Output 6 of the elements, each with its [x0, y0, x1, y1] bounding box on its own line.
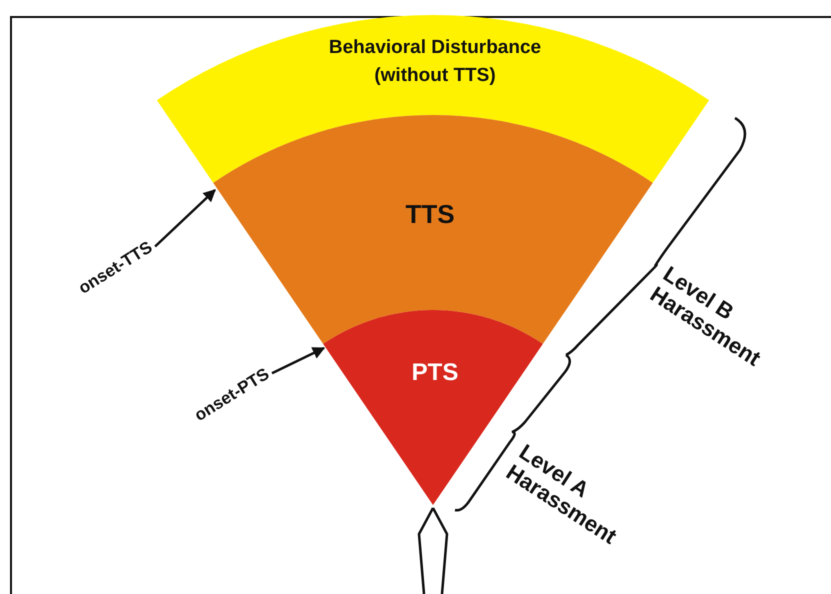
band-label: TTS	[404, 198, 456, 231]
arrow	[271, 346, 326, 374]
band-label: Behavioral Disturbance (without TTS)	[328, 36, 542, 88]
band-label: PTS	[410, 358, 460, 388]
arrow	[154, 189, 216, 248]
outer-band	[157, 15, 709, 183]
